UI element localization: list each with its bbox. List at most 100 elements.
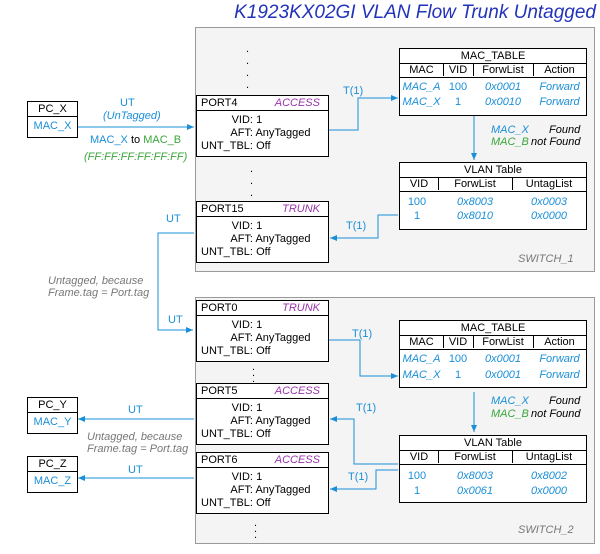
port-mode: ACCESS [274, 385, 320, 397]
col-header-vid: VID [409, 451, 429, 463]
flow-label-ut: UT [120, 97, 135, 109]
pc-y-box[interactable]: PC_Y MAC_Y [27, 397, 78, 434]
vlan-table-caption: VLAN Table [400, 163, 586, 178]
port-mode: TRUNK [282, 302, 320, 314]
table-cell: 100 [448, 81, 468, 93]
port-mode: TRUNK [282, 203, 320, 215]
table-cell: 0x0003 [530, 196, 568, 208]
flow-label-t1: T(1) [352, 328, 373, 340]
port-aft-value: AnyTagged [255, 127, 311, 139]
vlan-table-s1: VLAN Table VID ForwList UntagList 100 0x… [399, 162, 587, 230]
flow-label-ut: UT [168, 314, 183, 326]
table-cell: 100 [407, 470, 427, 482]
col-header-forwlist: ForwList [482, 336, 524, 348]
port-vid-value: 1 [256, 319, 263, 331]
untagged-note-line2: Frame.tag = Port.tag [87, 443, 189, 455]
table-cell: 0x8003 [456, 196, 494, 208]
table-cell: Forward [539, 369, 580, 381]
flow-label-t1: T(1) [346, 220, 367, 232]
flow-broadcast-mac: (FF:FF:FF:FF:FF:FF) [84, 151, 188, 163]
port-key-vid: VID: [231, 319, 253, 331]
table-cell: 0x8003 [456, 470, 494, 482]
port-name: PORT5 [201, 385, 238, 397]
vlan-table-caption: VLAN Table [400, 436, 586, 451]
port-vid-value: 1 [256, 402, 263, 414]
port-mode: ACCESS [274, 97, 320, 109]
table-cell: 0x0000 [530, 485, 568, 497]
pc-z-mac: MAC_Z [33, 475, 72, 487]
flow-label-untagged: (UnTagged) [103, 110, 161, 122]
pc-x-box[interactable]: PC_X MAC_X [27, 101, 78, 138]
table-cell: Forward [539, 96, 580, 108]
port-aft-value: AnyTagged [255, 484, 311, 496]
col-header-action: Action [544, 64, 575, 76]
flow-mac-dst: MAC_B [143, 134, 182, 146]
mac-table-caption: MAC_TABLE [400, 49, 586, 64]
table-cell: 0x0001 [484, 369, 522, 381]
untagged-note-line1: Untagged, because [48, 275, 144, 287]
switch-2-label: SWITCH_2 [518, 524, 574, 536]
port-unt-value: Off [256, 497, 271, 509]
port-aft-value: AnyTagged [255, 332, 311, 344]
col-header-forwlist: ForwList [454, 451, 496, 463]
ellipsis-dots: ... [250, 163, 254, 199]
table-cell: 0x0061 [456, 485, 494, 497]
col-header-vid: VID [448, 336, 468, 348]
table-cell: 0x0001 [484, 353, 522, 365]
lookup-notfound-text: not Found [531, 136, 581, 148]
flow-label-ut: UT [166, 213, 181, 225]
table-cell: 0x8002 [530, 470, 568, 482]
table-cell: Forward [539, 81, 580, 93]
flow-label-t1: T(1) [343, 85, 364, 97]
lookup-found-mac: MAC_X [491, 395, 529, 407]
table-cell: 1 [413, 210, 421, 222]
port-unt-value: Off [256, 428, 271, 440]
port-key-aft: AFT: [230, 127, 253, 139]
port-name: PORT15 [201, 203, 244, 215]
port-vid-value: 1 [256, 471, 263, 483]
lookup-notfound-text: not Found [531, 408, 581, 420]
mac-table-caption: MAC_TABLE [400, 321, 586, 336]
col-header-forwlist: ForwList [454, 178, 496, 190]
port-key-unt: UNT_TBL: [201, 246, 253, 258]
lookup-found-mac: MAC_X [491, 124, 529, 136]
port-key-vid: VID: [231, 114, 253, 126]
diagram-title: K1923KX02GI VLAN Flow Trunk Untagged [234, 2, 596, 23]
table-cell: Forward [539, 353, 580, 365]
arrow-trunk-link [157, 232, 194, 333]
pc-y-mac: MAC_Y [33, 416, 72, 428]
lookup-found-text: Found [549, 395, 581, 407]
flow-to-word: to [127, 134, 144, 146]
table-cell: 1 [413, 485, 421, 497]
port-aft-value: AnyTagged [255, 233, 311, 245]
port-key-aft: AFT: [230, 233, 253, 245]
port-unt-value: Off [256, 246, 271, 258]
port-name: PORT6 [201, 454, 238, 466]
pc-z-box[interactable]: PC_Z MAC_Z [27, 456, 78, 493]
lookup-found-text: Found [549, 124, 581, 136]
ellipsis-dots: .... [246, 43, 250, 91]
col-header-vid: VID [409, 178, 429, 190]
pc-y-name: PC_Y [28, 398, 77, 413]
table-cell: MAC_X [402, 96, 441, 108]
table-cell: 1 [454, 369, 462, 381]
table-cell: 0x8010 [456, 210, 494, 222]
port-key-aft: AFT: [230, 332, 253, 344]
table-cell: 0x0010 [484, 96, 522, 108]
col-header-mac: MAC [409, 336, 434, 348]
lookup-notfound-mac: MAC_B [491, 408, 529, 420]
table-cell: 100 [407, 196, 427, 208]
flow-label-ut: UT [128, 404, 143, 416]
col-header-mac: MAC [409, 64, 434, 76]
port-key-unt: UNT_TBL: [201, 345, 253, 357]
flow-label-t1: T(1) [356, 402, 377, 414]
ellipsis-dots: ... [252, 361, 256, 385]
table-cell: 100 [448, 353, 468, 365]
